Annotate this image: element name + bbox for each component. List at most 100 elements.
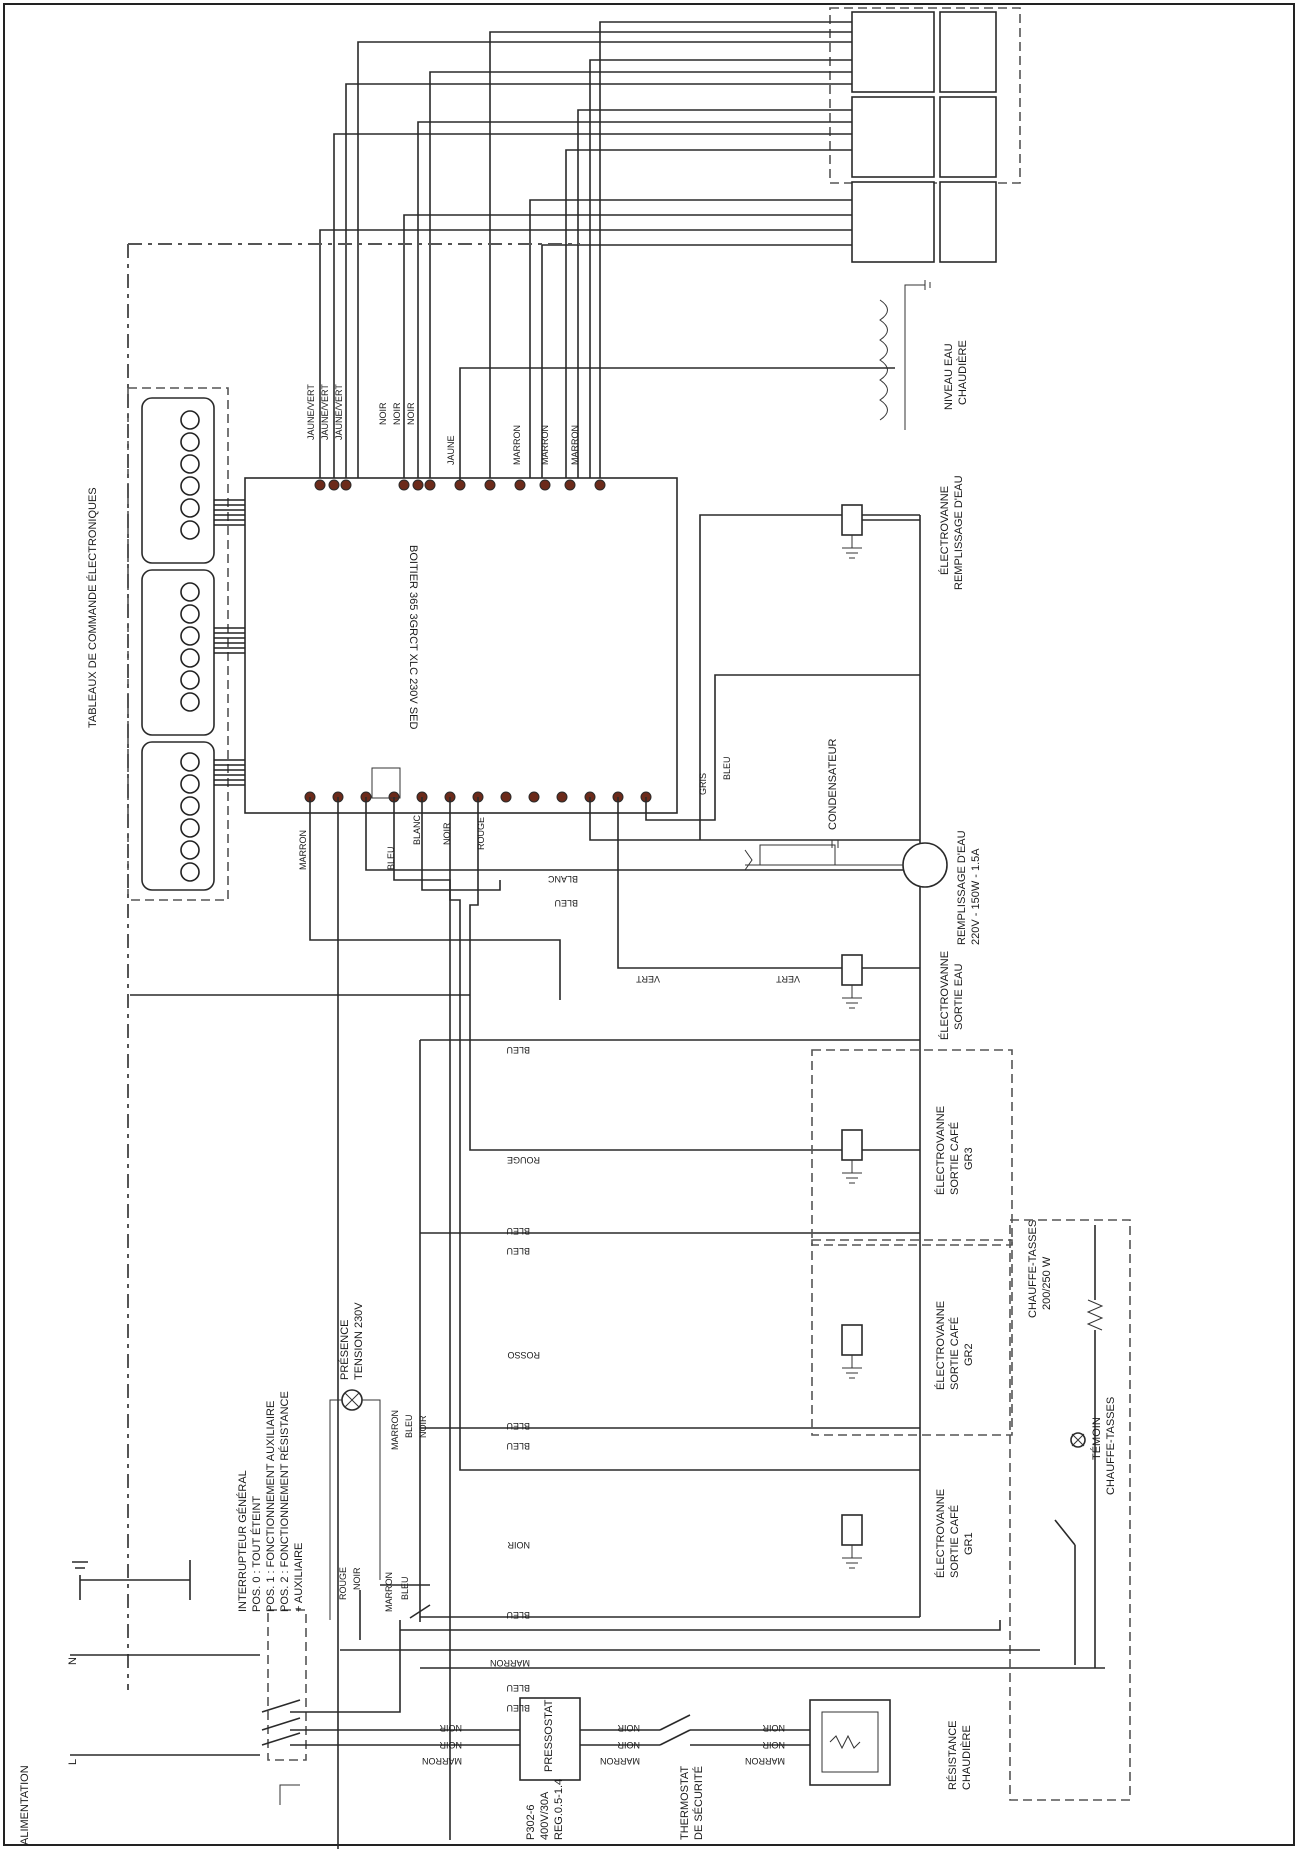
label-boitier: BOITIER 365 3GRCT XLC 230V SED — [407, 545, 419, 729]
wire-bleu-bus-1: BLEU — [506, 1683, 530, 1693]
valve-sortie-eau — [841, 954, 863, 1009]
wire-noir-sw: NOIR — [352, 1567, 362, 1590]
label-gr1-2: SORTIE CAFÉ — [948, 1505, 961, 1578]
wire-bleu-gr2b: BLEU — [506, 1441, 530, 1451]
text-labels: ALIMENTATION L N INTERRUPTEUR GÉNÉRAL PO… — [19, 340, 1117, 1845]
wire-jaune-vert-3: JAUNE/VERT — [334, 384, 344, 440]
label-chauffe-2: 200/250 W — [1041, 1256, 1053, 1310]
feed-wires — [340, 1584, 1040, 1651]
label-sortie-eau-2: SORTIE EAU — [953, 964, 965, 1030]
valve-remplissage — [841, 504, 920, 559]
label-pompe-1: REMPLISSAGE D'EAU — [956, 830, 968, 945]
label-tableaux: TABLEAUX DE COMMANDE ÉLECTRONIQUES — [86, 487, 99, 728]
box-bridge — [371, 767, 401, 799]
wire-noir-top-3: NOIR — [406, 402, 416, 425]
label-presence-1: PRÉSENCE — [338, 1319, 351, 1380]
label-pressostat-ref3: REG.0.5-1.4 — [553, 1779, 565, 1840]
wire-bleu-gr3b: BLEU — [506, 1246, 530, 1256]
label-interrupteur-pos2: POS. 2 : FONCTIONNEMENT RÉSISTANCE — [278, 1391, 291, 1612]
label-thermostat-2: DE SÉCURITÉ — [692, 1766, 705, 1840]
wire-bleu-gr1: BLEU — [506, 1610, 530, 1620]
wire-noir-gr1: NOIR — [507, 1540, 530, 1550]
label-gr2-1: ÉLECTROVANNE — [934, 1301, 947, 1390]
sensor-boxes — [829, 7, 1021, 263]
earth-symbol — [72, 1560, 191, 1600]
wire-marron-p: MARRON — [422, 1756, 462, 1766]
wire-gris: GRIS — [698, 773, 708, 795]
wire-noir-box: NOIR — [442, 822, 452, 845]
wire-marron-bus: MARRON — [490, 1658, 530, 1668]
label-temoin-1: TÉMOIN — [1090, 1417, 1103, 1460]
label-remplissage-1: ÉLECTROVANNE — [938, 486, 951, 575]
label-gr1-1: ÉLECTROVANNE — [934, 1489, 947, 1578]
wire-blanc-pompe: BLANC — [547, 874, 578, 884]
wire-noir-t2: NOIR — [617, 1740, 640, 1750]
chauffe-tasses — [1054, 1225, 1104, 1668]
wire-noir-r1: NOIR — [762, 1723, 785, 1733]
wire-noir-top-1: NOIR — [378, 402, 388, 425]
group-frame-gr2 — [811, 1239, 1013, 1436]
resistance-box — [809, 1699, 891, 1786]
group-frame-gr3 — [811, 1049, 1013, 1246]
wire-bleu-sw: BLEU — [400, 1576, 410, 1600]
wire-rouge-sw: ROUGE — [338, 1567, 348, 1600]
label-resistance-2: CHAUDIÈRE — [960, 1725, 973, 1790]
presence-lamp — [329, 1389, 381, 1620]
label-pompe-2: 220V - 150W - 1.5A — [970, 848, 982, 945]
wire-vert-1: VERT — [636, 974, 660, 984]
wire-marron-top-2: MARRON — [540, 425, 550, 465]
valve-gr2 — [841, 1324, 863, 1379]
wire-blanc-box: BLANC — [412, 814, 422, 845]
wire-bleu-gr2a: BLEU — [506, 1421, 530, 1431]
label-pressostat-ref1: P302-6 — [525, 1805, 537, 1840]
control-box — [244, 477, 678, 814]
label-niveau-1: NIVEAU EAU — [943, 343, 955, 410]
wire-bleu-gr3a: BLEU — [506, 1226, 530, 1236]
label-condensateur: CONDENSATEUR — [827, 738, 839, 830]
wire-marron-top-1: MARRON — [512, 425, 522, 465]
wire-marron-lamp: MARRON — [390, 1410, 400, 1450]
label-gr3-1: ÉLECTROVANNE — [934, 1106, 947, 1195]
label-interrupteur-title: INTERRUPTEUR GÉNÉRAL — [236, 1470, 249, 1612]
label-gr1-3: GR1 — [963, 1532, 975, 1555]
box-output-wires — [309, 514, 920, 1849]
label-phase-l: L — [67, 1759, 79, 1765]
wire-marron-top-3: MARRON — [570, 425, 580, 465]
wire-vert-2: VERT — [776, 974, 800, 984]
wire-rouge-box: ROUGE — [476, 817, 486, 850]
label-niveau-2: CHAUDIÈRE — [956, 340, 969, 405]
label-phase-n: N — [67, 1657, 79, 1665]
wire-jaune-vert-2: JAUNE/VERT — [320, 384, 330, 440]
bleu-bus — [130, 994, 1105, 1669]
label-pressostat-ref2: 400V/30A — [539, 1791, 551, 1840]
valve-gr3 — [841, 1129, 863, 1184]
chauffe-tasses-frame — [1009, 1219, 1131, 1801]
wire-rosso-gr2: ROSSO — [507, 1350, 540, 1360]
wire-bleu-eau: BLEU — [506, 1045, 530, 1055]
wire-jaune-vert-1: JAUNE/VERT — [306, 384, 316, 440]
label-temoin-2: CHAUFFE-TASSES — [1105, 1397, 1117, 1495]
label-pressostat: PRESSOSTAT — [543, 1699, 555, 1772]
wire-marron-t: MARRON — [600, 1756, 640, 1766]
wire-noir-p2: NOIR — [439, 1740, 462, 1750]
level-sensor — [459, 280, 931, 480]
label-remplissage-2: REMPLISSAGE D'EAU — [953, 475, 965, 590]
pump — [744, 840, 948, 888]
wire-jaune: JAUNE — [446, 435, 456, 465]
wire-bleu-pompe-2: BLEU — [554, 898, 578, 908]
pressostat-box — [519, 1697, 660, 1781]
wire-marron-r: MARRON — [745, 1756, 785, 1766]
wire-noir-lamp: NOIR — [418, 1415, 428, 1438]
control-box-terminals-top — [314, 479, 606, 491]
wire-marron-sw: MARRON — [384, 1572, 394, 1612]
label-interrupteur-pos0: POS. 0 : TOUT ÉTEINT — [250, 1496, 263, 1612]
mains-switch — [70, 1609, 520, 1805]
label-interrupteur-aux: + AUXILIAIRE — [293, 1543, 305, 1612]
wire-rouge-gr3: ROUGE — [507, 1155, 540, 1165]
label-thermostat-1: THERMOSTAT — [679, 1766, 691, 1840]
thermostat-switch — [659, 1714, 810, 1746]
wire-bleu-pompe: BLEU — [722, 756, 732, 780]
wire-noir-top-2: NOIR — [392, 402, 402, 425]
wire-noir-p1: NOIR — [439, 1723, 462, 1733]
